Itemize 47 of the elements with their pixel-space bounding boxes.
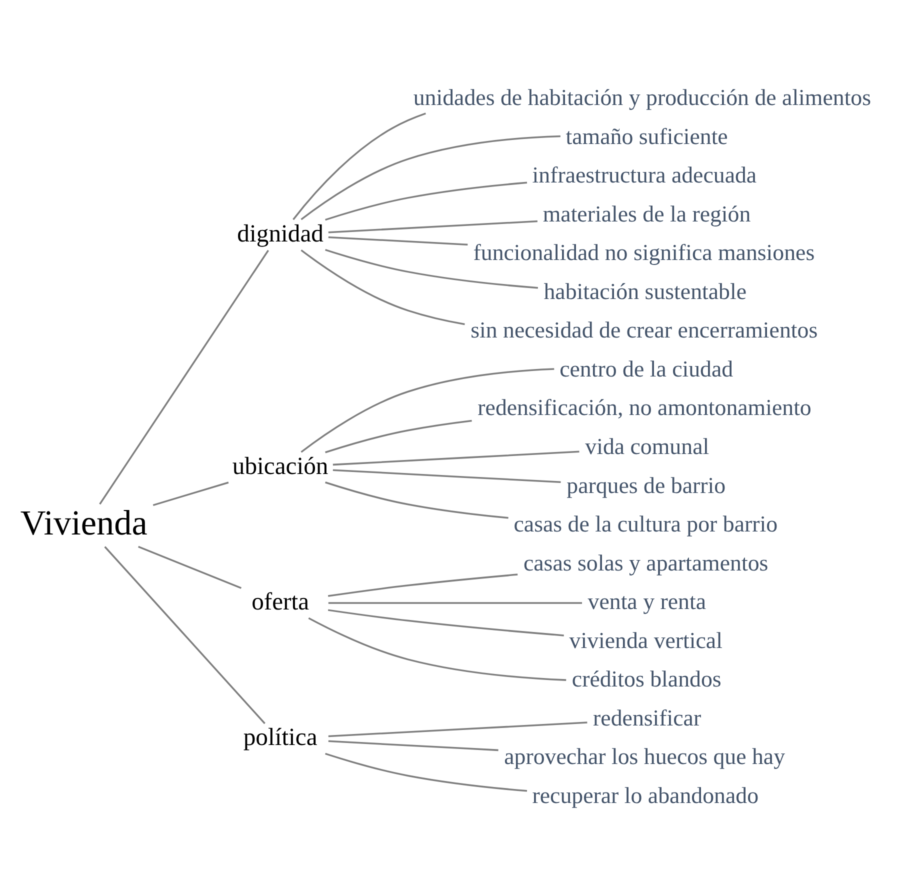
node-text: funcionalidad no significa mansiones xyxy=(473,240,815,266)
node-text: venta y renta xyxy=(588,589,706,614)
connector xyxy=(308,617,566,681)
connector xyxy=(300,249,465,326)
connector xyxy=(104,546,266,724)
connector xyxy=(328,722,588,738)
node-text: tamaño suficiente xyxy=(566,124,728,149)
node-text: sin necesidad de crear encerramientos xyxy=(470,318,818,343)
node-text: casas solas y apartamentos xyxy=(523,550,768,576)
connector xyxy=(328,220,538,234)
connector xyxy=(325,248,538,289)
connector xyxy=(332,450,580,466)
connector xyxy=(328,602,582,604)
connector xyxy=(152,482,229,506)
connector xyxy=(138,546,242,589)
node-text: vivienda vertical xyxy=(569,628,722,653)
node-text: infraestructura adecuada xyxy=(532,162,757,188)
node-text: recuperar lo abandonado xyxy=(532,782,759,808)
connector xyxy=(325,482,508,519)
node-text: Vivienda xyxy=(20,503,148,542)
connector xyxy=(328,574,518,597)
connector xyxy=(325,420,472,454)
connector xyxy=(328,236,468,246)
node-text: vida comunal xyxy=(585,434,710,459)
connector xyxy=(292,112,426,220)
node-text: redensificación, no amontonamiento xyxy=(478,395,812,420)
connector xyxy=(325,752,528,792)
node-text: aprovechar los huecos que hay xyxy=(504,744,786,770)
connector xyxy=(99,250,270,505)
node-text: dignidad xyxy=(237,220,324,248)
node-text: oferta xyxy=(252,588,310,616)
node-text: política xyxy=(243,724,318,752)
node-text: parques de barrio xyxy=(566,472,726,498)
connector xyxy=(332,469,561,484)
connector xyxy=(325,182,528,221)
node-text: ubicación xyxy=(232,452,328,480)
connector xyxy=(328,609,564,636)
node-text: redensificar xyxy=(593,705,702,730)
connector xyxy=(300,368,554,453)
connector xyxy=(300,135,560,220)
node-text: créditos blandos xyxy=(572,666,722,692)
node-text: habitación sustentable xyxy=(544,278,747,304)
node-text: casas de la cultura por barrio xyxy=(514,512,778,537)
connector xyxy=(328,740,498,752)
node-text: unidades de habitación y producción de alimentos xyxy=(413,85,872,110)
node-text: materiales de la región xyxy=(542,201,751,226)
node-text: centro de la ciudad xyxy=(560,356,734,382)
